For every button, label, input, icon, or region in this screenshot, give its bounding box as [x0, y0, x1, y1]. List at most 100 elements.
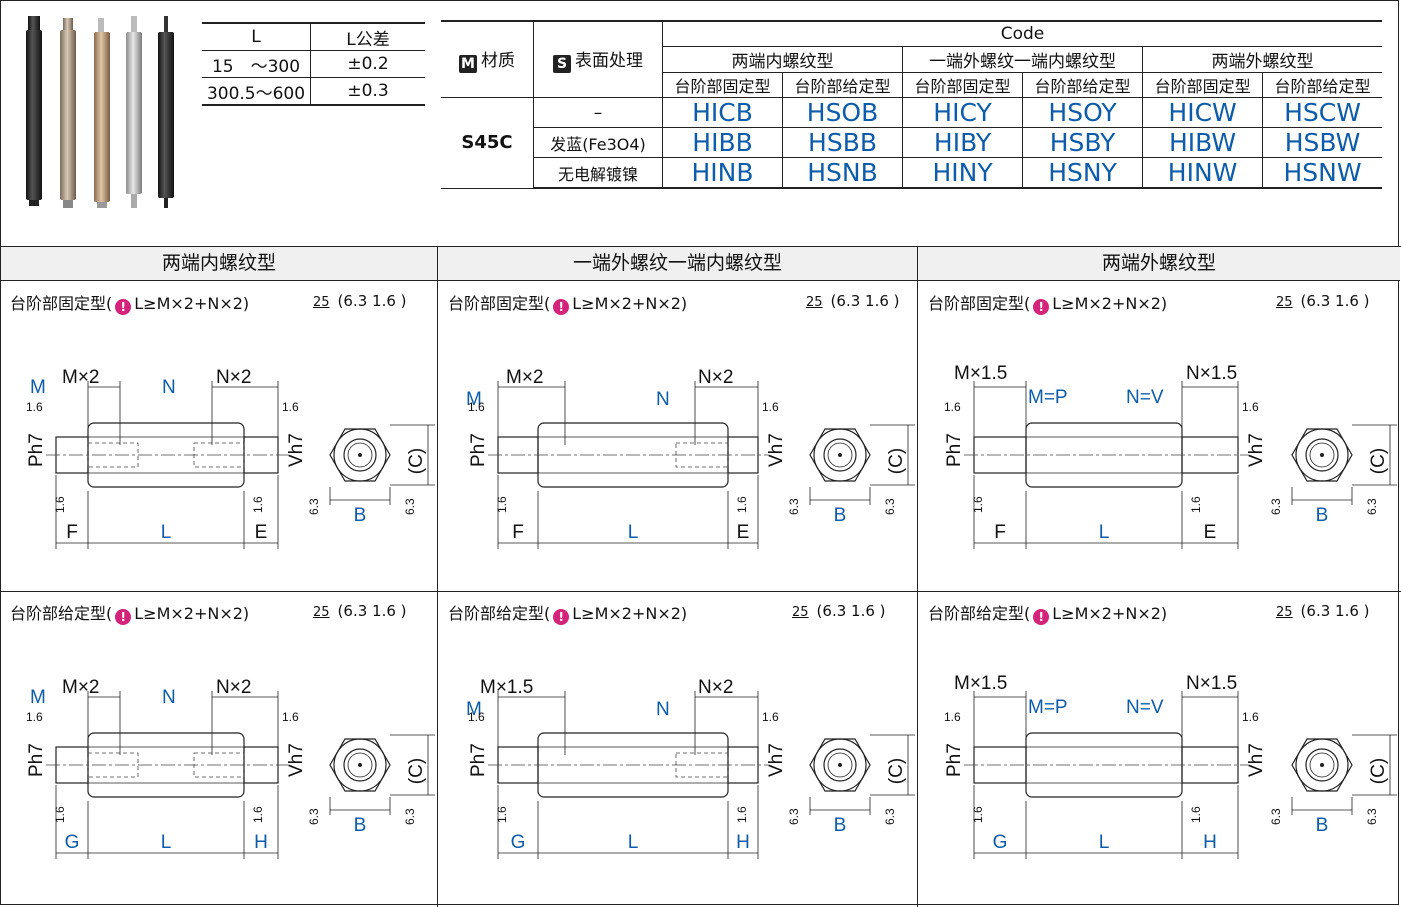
dim-c-label: (C): [886, 758, 907, 784]
roughness-label: 1.6: [53, 496, 67, 513]
code-cell: HINB: [661, 157, 784, 189]
thread-inner-circle: [347, 752, 373, 778]
roughness-label: 1.6: [1189, 496, 1203, 513]
roughness-label: 6.3: [1365, 498, 1379, 515]
center-point: [358, 763, 362, 767]
roughness-label: 6.3: [403, 808, 417, 825]
roughness-symbols: 25(6.3 1.6 ): [313, 602, 407, 620]
section-header-both-external: 两端外螺纹型: [918, 247, 1400, 281]
code-cell: HICY: [902, 97, 1024, 128]
roughness-label: 6.3: [883, 498, 897, 515]
cell-type-label: 台阶部给定型(: [928, 604, 1031, 623]
code-cell: HINY: [902, 157, 1024, 189]
dim-p-label: Ph7: [26, 743, 47, 777]
roughness-label: 1.6: [1242, 710, 1259, 724]
roughness-label: 1.6: [282, 710, 299, 724]
dim-l-label: L: [161, 832, 172, 853]
roughness-label: 1.6: [495, 806, 509, 823]
hex-end-view: [1291, 428, 1353, 482]
roughness-symbols: 25(6.3 1.6 ): [792, 602, 886, 620]
surface-value: –: [533, 97, 663, 128]
cell-type-label: 台阶部给定型(: [448, 604, 551, 623]
dim-c-label: (C): [1368, 448, 1389, 474]
hex-circle: [1295, 428, 1349, 482]
roughness-label: 1.6: [971, 496, 985, 513]
drawing-top-label: N: [162, 687, 176, 708]
roughness-label: 1.6: [944, 400, 961, 414]
dim-right-label: E: [255, 522, 268, 543]
section-header-mixed: 一端外螺纹一端内螺纹型: [438, 247, 917, 281]
hex-end-view: [329, 738, 391, 792]
dim-left-label: F: [66, 522, 78, 543]
roughness-label: 6.3: [1269, 808, 1283, 825]
drawing-top-label: M×2: [62, 367, 100, 388]
tol-value: ±0.2: [310, 50, 425, 78]
cell-condition: L≥M×2+N×2): [1052, 294, 1168, 313]
roughness-label: 1.6: [26, 400, 43, 414]
drawing-top-label: N: [162, 377, 176, 398]
roughness-alt: (6.3 1.6 ): [337, 602, 407, 620]
cell-condition: L≥M×2+N×2): [134, 604, 250, 623]
roughness-label: 6.3: [787, 808, 801, 825]
dim-v-label: Vh7: [766, 433, 787, 467]
internal-thread-left: [87, 442, 139, 468]
code-cell: HSNY: [1022, 157, 1144, 189]
warning-icon: !: [115, 609, 132, 625]
dim-p-label: Ph7: [944, 743, 965, 777]
warning-icon: !: [553, 299, 570, 315]
roughness-label: 6.3: [307, 808, 321, 825]
tol-header-tol: L公差: [310, 22, 425, 51]
roughness-label: 1.6: [282, 400, 299, 414]
internal-thread-left: [87, 752, 139, 778]
cell-condition: L≥M×2+N×2): [572, 604, 688, 623]
drawing-top-label: M×2: [506, 367, 544, 388]
group-header: 两端外螺纹型: [1142, 46, 1382, 73]
roughness-main: 25: [1276, 295, 1293, 310]
dim-l-label: L: [161, 522, 172, 543]
roughness-alt: (6.3 1.6 ): [1300, 292, 1370, 310]
dim-l-label: L: [1099, 522, 1110, 543]
grid-col-line: [917, 246, 918, 907]
roughness-label: 6.3: [787, 498, 801, 515]
dim-c-label: (C): [406, 758, 427, 784]
roughness-alt: (6.3 1.6 ): [830, 292, 900, 310]
cell-title: 台阶部给定型(!L≥M×2+N×2): [928, 600, 1167, 625]
internal-thread-right: [193, 442, 245, 468]
thread-inner-circle: [827, 752, 853, 778]
dim-p-label: Ph7: [468, 743, 489, 777]
tol-range: 15 ～300: [202, 50, 311, 78]
roughness-label: 1.6: [735, 806, 749, 823]
drawing-top-label: N×2: [698, 367, 733, 388]
dim-v-label: Vh7: [286, 433, 307, 467]
thread-circle: [823, 748, 857, 782]
tolerance-table: L L公差 15 ～300 ±0.2 300.5～600 ±0.3: [202, 22, 425, 106]
dim-right-label: E: [737, 522, 750, 543]
center-point: [838, 453, 842, 457]
dim-l-label: L: [1099, 832, 1110, 853]
roughness-label: 1.6: [762, 710, 779, 724]
warning-icon: !: [1033, 299, 1050, 315]
internal-thread-right: [193, 752, 245, 778]
roughness-label: 1.6: [495, 496, 509, 513]
center-point: [358, 453, 362, 457]
hex-end-view: [809, 428, 871, 482]
thread-inner-circle: [827, 442, 853, 468]
warning-icon: !: [1033, 609, 1050, 625]
sub-header: 台阶部给定型: [1022, 72, 1144, 98]
drawing-top-label: N×1.5: [1186, 673, 1237, 694]
dim-c-label: (C): [886, 448, 907, 474]
sub-header: 台阶部固定型: [1142, 72, 1264, 98]
hex-circle: [813, 738, 867, 792]
dim-right-label: E: [1204, 522, 1217, 543]
roughness-symbols: 25(6.3 1.6 ): [806, 292, 900, 310]
grid-mid-line: [0, 591, 1401, 592]
dim-b-label: B: [354, 815, 367, 836]
group-header: 一端外螺纹一端内螺纹型: [902, 46, 1144, 73]
dim-v-label: Vh7: [286, 743, 307, 777]
hex-circle: [333, 738, 387, 792]
dim-v-label: Vh7: [1246, 743, 1267, 777]
